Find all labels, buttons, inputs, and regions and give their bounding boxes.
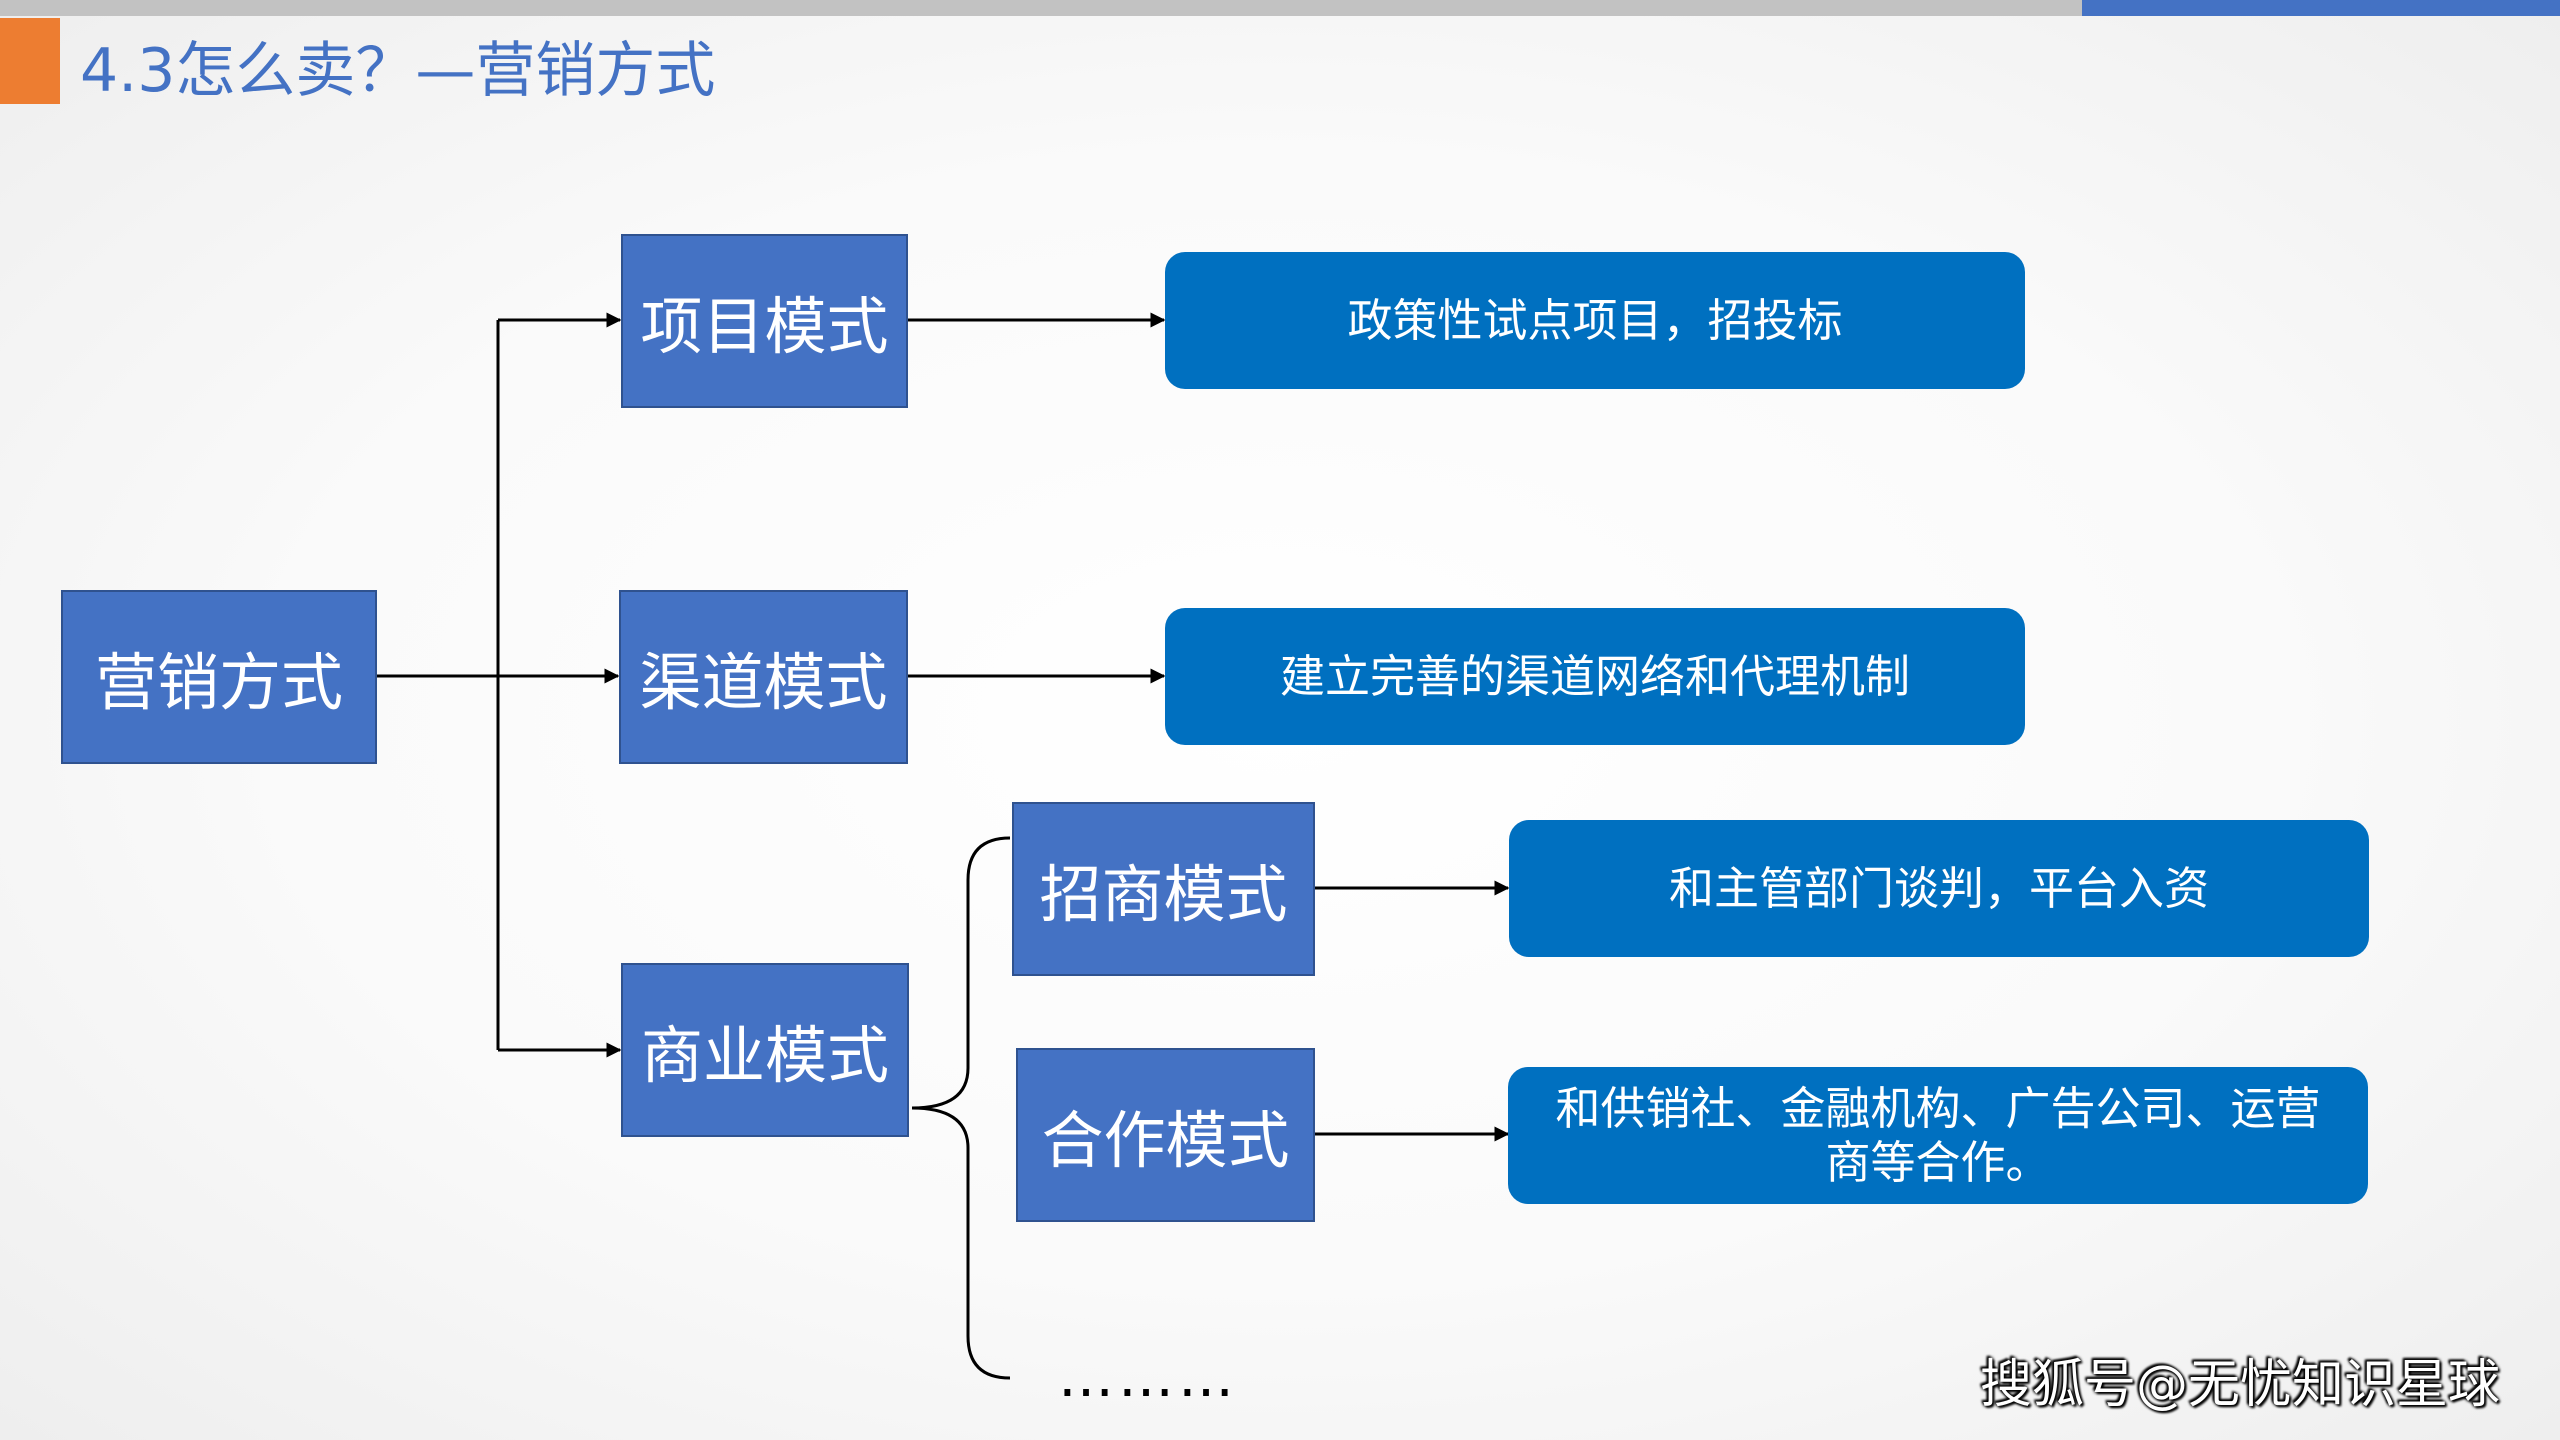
project-mode-box: 项目模式 bbox=[621, 234, 908, 408]
top-blue-bar bbox=[2082, 0, 2560, 16]
investment-desc-box: 和主管部门谈判，平台入资 bbox=[1509, 820, 2369, 957]
more-ellipsis: ……… bbox=[1058, 1345, 1238, 1410]
cooperation-desc-box: 和供销社、金融机构、广告公司、运营商等合作。 bbox=[1508, 1067, 2368, 1204]
channel-desc-box: 建立完善的渠道网络和代理机制 bbox=[1165, 608, 2025, 745]
channel-mode-box: 渠道模式 bbox=[619, 590, 908, 764]
business-brace bbox=[911, 836, 1011, 1380]
title-accent-block bbox=[0, 18, 60, 104]
project-desc-box: 政策性试点项目，招投标 bbox=[1165, 252, 2025, 389]
cooperation-mode-box: 合作模式 bbox=[1016, 1048, 1315, 1222]
top-gray-bar bbox=[0, 0, 2082, 16]
business-mode-box: 商业模式 bbox=[621, 963, 909, 1137]
watermark: 搜狐号@无忧知识星球 bbox=[1980, 1355, 2501, 1415]
slide-title: 4.3怎么卖？—营销方式 bbox=[80, 36, 716, 106]
root-box: 营销方式 bbox=[61, 590, 377, 764]
investment-mode-box: 招商模式 bbox=[1012, 802, 1315, 976]
